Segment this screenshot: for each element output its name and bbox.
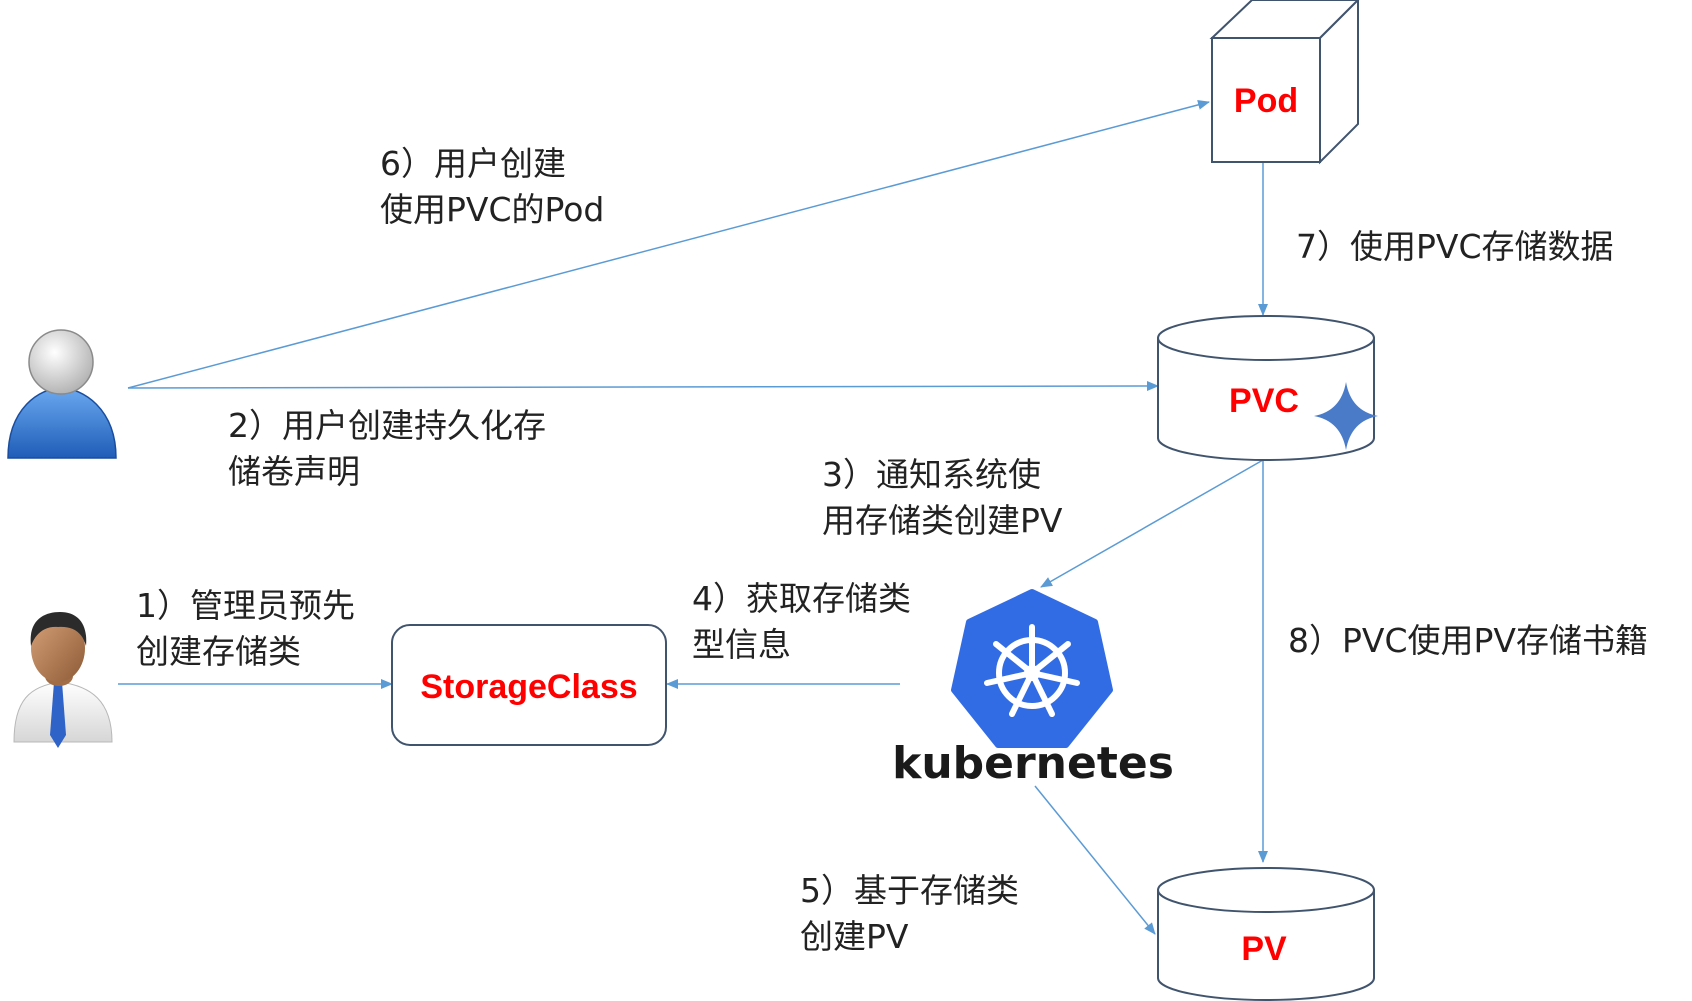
pvc-node: PVC [1157, 315, 1378, 461]
step4-line2: 型信息 [692, 625, 791, 664]
user-icon-body [7, 387, 117, 459]
step7-label: 7）使用PVC存储数据 [1296, 227, 1614, 266]
step6-line2: 使用PVC的Pod [380, 190, 604, 229]
arrow-step2-user-to-pvc [127, 381, 1159, 392]
admin-icon-head [31, 614, 85, 682]
pod-node: Pod [1209, 0, 1360, 165]
kubernetes-node: kubernetes [892, 589, 1174, 789]
arrow-step3-pvc-to-kubernetes [1040, 459, 1264, 588]
step-labels: 6）用户创建 使用PVC的Pod 7）使用PVC存储数据 2）用户创建持久化存 … [136, 144, 1648, 956]
step6-line1: 6）用户创建 [380, 144, 566, 183]
user-icon [7, 329, 117, 459]
storageclass-node: StorageClass [391, 624, 667, 746]
step3-line2: 用存储类创建PV [822, 501, 1063, 540]
pod-box-front [1211, 37, 1321, 163]
step1-label: 1）管理员预先 创建存储类 [136, 586, 366, 671]
pv-cylinder-body [1157, 890, 1375, 1001]
step7-line1: 7）使用PVC存储数据 [1296, 227, 1614, 266]
step1-line1: 1）管理员预先 [136, 586, 355, 625]
step2-line1: 2）用户创建持久化存 [228, 406, 546, 445]
admin-icon-hair [30, 612, 87, 646]
pvc-label: PVC [1229, 382, 1299, 420]
pod-label: Pod [1234, 82, 1298, 120]
step8-line1: 8）PVC使用PV存储书籍 [1288, 621, 1648, 660]
step4-line1: 4）获取存储类 [692, 579, 911, 618]
step2-line2: 储卷声明 [228, 452, 360, 491]
step6-label: 6）用户创建 使用PVC的Pod [380, 144, 604, 229]
pv-cylinder-top [1157, 867, 1375, 913]
admin-icon [13, 612, 113, 748]
storageclass-label: StorageClass [420, 668, 637, 706]
sparkle-icon [1314, 382, 1378, 450]
pvc-cylinder-top [1157, 315, 1375, 361]
user-icon-head [28, 329, 94, 395]
pv-node: PV [1157, 867, 1375, 1001]
step4-label: 4）获取存储类 型信息 [692, 579, 922, 664]
storageclass-box [391, 624, 667, 746]
admin-icon-tie [50, 682, 66, 748]
step5-label: 5）基于存储类 创建PV [800, 871, 1030, 956]
step2-label: 2）用户创建持久化存 储卷声明 [228, 406, 557, 491]
step3-label: 3）通知系统使 用存储类创建PV [822, 455, 1063, 540]
pvc-cylinder-body [1157, 338, 1375, 461]
step5-line2: 创建PV [800, 917, 909, 956]
step8-label: 8）PVC使用PV存储书籍 [1288, 621, 1648, 660]
kubernetes-helm-icon [951, 589, 1113, 748]
pv-label: PV [1241, 930, 1287, 968]
step5-line1: 5）基于存储类 [800, 871, 1019, 910]
step1-line2: 创建存储类 [136, 632, 301, 671]
step3-line1: 3）通知系统使 [822, 455, 1041, 494]
arrows [118, 99, 1268, 935]
arrow-step6-user-to-pod [127, 99, 1210, 389]
kubernetes-wordmark: kubernetes [892, 738, 1174, 789]
arrow-step5-kubernetes-to-pv [1034, 785, 1156, 935]
